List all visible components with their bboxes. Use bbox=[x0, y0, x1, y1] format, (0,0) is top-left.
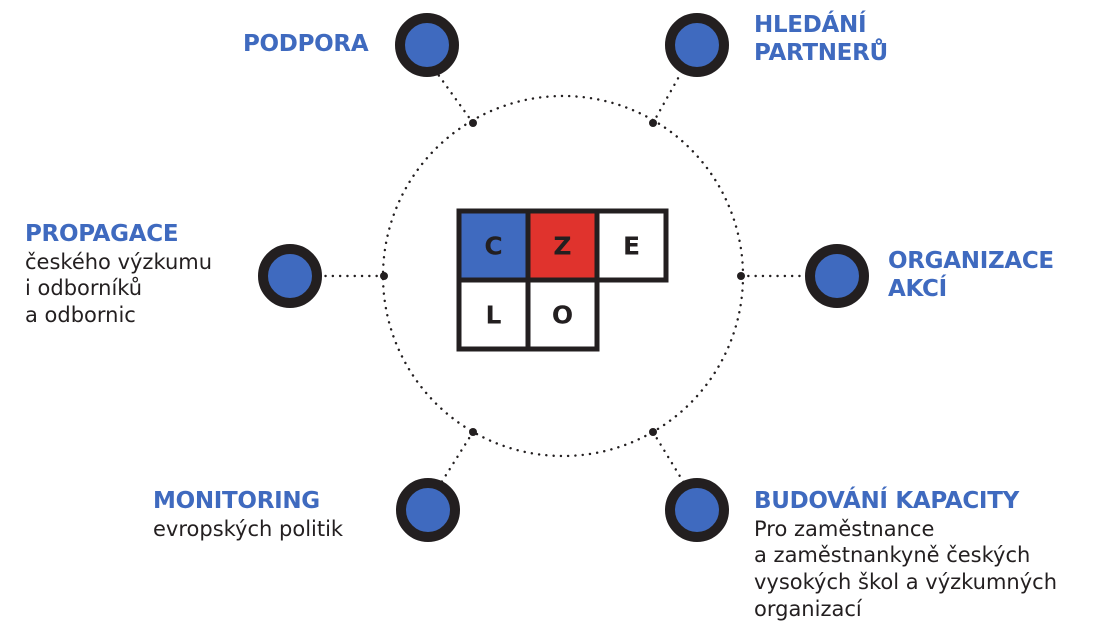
node-propagace bbox=[258, 244, 322, 308]
label-hledani-partneru: HLEDÁNÍ PARTNERŮ bbox=[754, 12, 888, 67]
label-propagace-description: českého výzkumu i odborníků a odbornic bbox=[25, 249, 213, 328]
label-organizace-akci: ORGANIZACE AKCÍ bbox=[888, 248, 1054, 303]
logo-letter-e: E bbox=[623, 232, 640, 261]
label-monitoring: MONITORING evropských politik bbox=[153, 488, 343, 542]
logo-letter-l: L bbox=[486, 301, 502, 330]
node-budovani bbox=[665, 478, 729, 542]
logo-letter-o: O bbox=[552, 301, 573, 330]
label-propagace: PROPAGACE českého výzkumu i odborníků a … bbox=[25, 221, 212, 329]
anchor-dot-organizace bbox=[737, 272, 745, 280]
label-budovani-kapacity-description: Pro zaměstnance a zaměstnankyně českých … bbox=[754, 516, 1058, 622]
connector-podpora bbox=[435, 71, 475, 125]
label-monitoring-description: evropských politik bbox=[153, 516, 344, 541]
label-hledani-partneru-title: HLEDÁNÍ PARTNERŮ bbox=[754, 12, 888, 66]
label-budovani-kapacity: BUDOVÁNÍ KAPACITY Pro zaměstnance a zamě… bbox=[754, 488, 1057, 623]
label-budovani-kapacity-title: BUDOVÁNÍ KAPACITY bbox=[754, 488, 1019, 514]
connector-hledani bbox=[651, 71, 683, 125]
node-monitoring bbox=[396, 478, 460, 542]
logo-letter-c: C bbox=[484, 232, 502, 261]
label-propagace-title: PROPAGACE bbox=[25, 221, 179, 247]
label-podpora: PODPORA bbox=[243, 31, 369, 59]
logo-cell-e bbox=[594, 208, 669, 283]
anchor-dot-propagace bbox=[380, 272, 388, 280]
czelo-logo: C Z E L O bbox=[456, 208, 669, 352]
logo-cell-c bbox=[456, 208, 531, 283]
label-podpora-title: PODPORA bbox=[243, 31, 369, 57]
anchor-dot-monitoring bbox=[469, 428, 477, 436]
node-hledani bbox=[665, 13, 729, 77]
node-organizace bbox=[805, 244, 869, 308]
logo-letter-z: Z bbox=[553, 232, 571, 261]
label-monitoring-title: MONITORING bbox=[153, 488, 320, 514]
label-organizace-akci-title: ORGANIZACE AKCÍ bbox=[888, 248, 1054, 302]
anchor-dot-podpora bbox=[469, 119, 477, 127]
anchor-dot-budovani bbox=[649, 428, 657, 436]
logo-cell-o bbox=[525, 277, 600, 352]
anchor-dot-hledani bbox=[649, 119, 657, 127]
connector-budovani bbox=[651, 430, 686, 485]
node-podpora bbox=[395, 13, 459, 77]
connector-monitoring bbox=[439, 430, 475, 485]
